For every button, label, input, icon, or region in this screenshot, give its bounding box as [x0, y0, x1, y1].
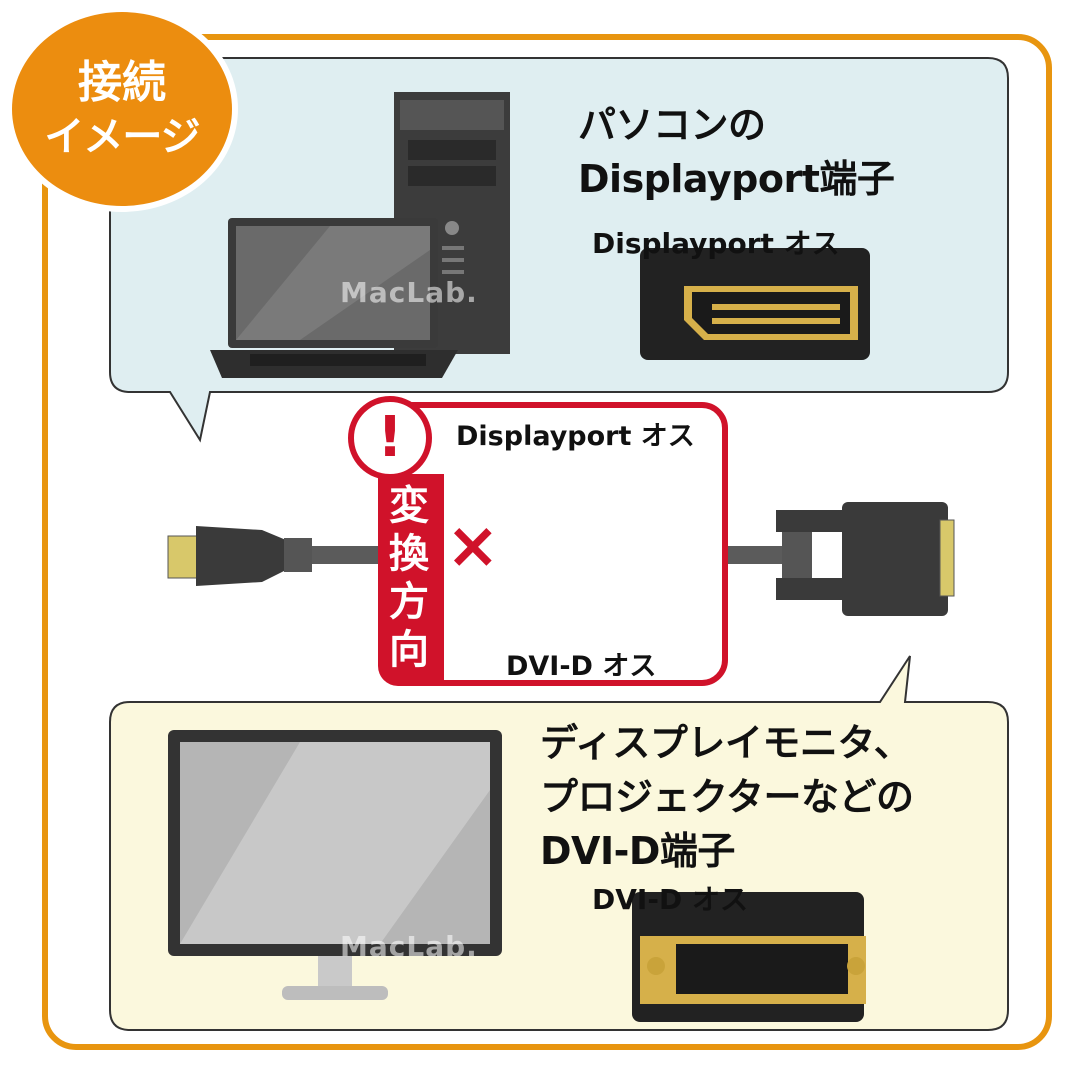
monitor-icon [168, 730, 502, 1000]
bottom-heading-line-3: DVI-D端子 [540, 829, 735, 873]
bottom-heading-line-2: プロジェクターなどの [540, 775, 914, 819]
top-heading-line-1: パソコンの [578, 103, 766, 147]
badge-line-2: イメージ [44, 114, 200, 160]
bottom-connector-label: DVI-D オス [592, 883, 748, 916]
top-connector-label: Displayport オス [592, 227, 840, 260]
conversion-direction-side-band [378, 474, 444, 686]
dvi-connector-photo [632, 892, 866, 1022]
middle-bottom-connector-label: DVI-D オス [506, 651, 657, 682]
bottom-heading-line-1: ディスプレイモニタ、 [540, 721, 912, 765]
laptop-icon [210, 218, 458, 378]
connection-image-badge: 接続 イメージ [6, 6, 238, 212]
top-watermark: MacLab. [340, 276, 478, 309]
cable-icon [167, 502, 955, 616]
cross-icon: × [446, 509, 500, 583]
conversion-direction-label: 変換方向 [389, 483, 429, 673]
bottom-watermark: MacLab. [340, 930, 478, 963]
top-heading-line-2: Displayport端子 [578, 157, 895, 201]
middle-top-connector-label: Displayport オス [456, 421, 695, 452]
displayport-connector-photo [640, 248, 870, 360]
exclamation-icon: ! [348, 396, 432, 480]
badge-line-1: 接続 [78, 57, 166, 108]
